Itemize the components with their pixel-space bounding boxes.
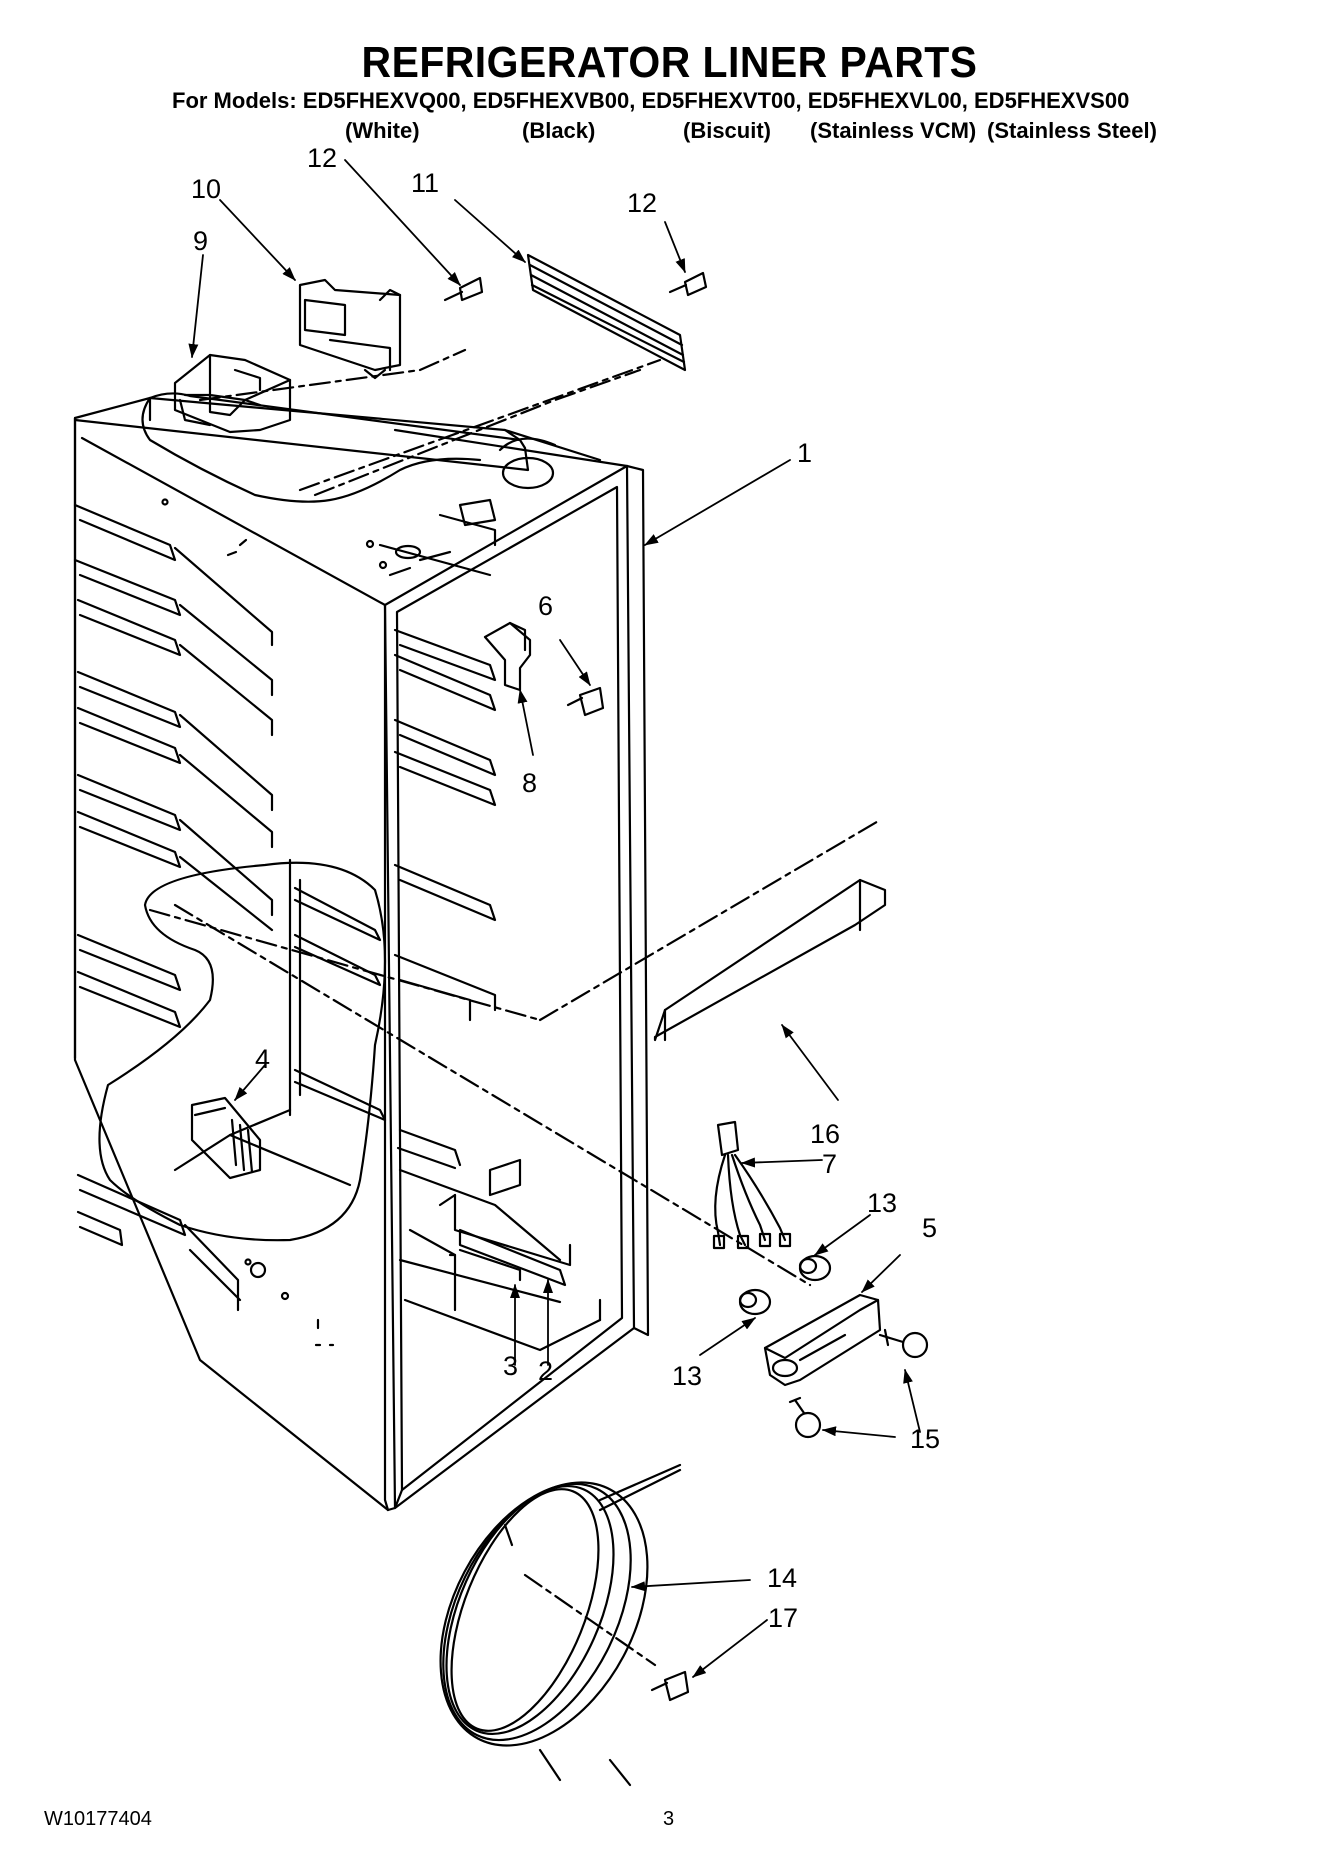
callout-7: 7 (822, 1149, 837, 1179)
models-line: For Models: ED5FHEXVQ00, ED5FHEXVB00, ED… (172, 88, 1130, 113)
callout-10: 10 (191, 174, 221, 204)
part-15-screw-upper (878, 1328, 929, 1359)
variant-black: (Black) (522, 118, 596, 143)
part-14-tube-coil (439, 1463, 682, 1787)
part-7-wire-harness (712, 1120, 792, 1250)
liner-body (73, 348, 882, 1667)
callout-6: 6 (538, 591, 553, 621)
part-9-housing (173, 353, 292, 434)
part-11-strip (526, 253, 687, 372)
page-number: 3 (663, 1808, 675, 1830)
callout-4: 4 (255, 1044, 270, 1074)
part-17-screw (650, 1670, 690, 1702)
callout-14: 14 (767, 1563, 797, 1593)
callout-16: 16 (810, 1119, 840, 1149)
callout-2: 2 (538, 1356, 553, 1386)
part-6-screw (566, 686, 605, 717)
part-5-light-shield (763, 1293, 882, 1387)
callout-8: 8 (522, 768, 537, 798)
callout-12: 12 (307, 143, 337, 173)
callout-17: 17 (768, 1603, 798, 1633)
part-13-grommet-lower (738, 1288, 772, 1316)
callout-12: 12 (627, 188, 657, 218)
part-12-screw-left (443, 276, 484, 302)
callout-15: 15 (910, 1424, 940, 1454)
part-15-screw-lower (788, 1396, 822, 1439)
callout-leaders (188, 159, 921, 1678)
callout-1: 1 (797, 438, 812, 468)
callout-3: 3 (503, 1351, 518, 1381)
variant-white: (White) (345, 118, 420, 143)
part-16-deflector (653, 878, 887, 1042)
variant-biscuit: (Biscuit) (683, 118, 771, 143)
callout-11: 11 (411, 168, 439, 198)
page-title: REFRIGERATOR LINER PARTS (361, 38, 978, 87)
document-number: W10177404 (44, 1808, 152, 1830)
part-13-grommet-upper (798, 1254, 832, 1282)
part-12-screw-right (668, 271, 708, 297)
callout-9: 9 (193, 226, 208, 256)
variant-stainless-steel: (Stainless Steel) (987, 118, 1157, 143)
variant-stainless-vcm: (Stainless VCM) (810, 118, 977, 143)
part-4-light-housing (190, 1096, 262, 1180)
part-10-bracket (298, 278, 402, 380)
callout-5: 5 (922, 1213, 937, 1243)
callout-13: 13 (867, 1188, 897, 1218)
callout-13: 13 (672, 1361, 702, 1391)
part-8-bracket (483, 621, 532, 692)
